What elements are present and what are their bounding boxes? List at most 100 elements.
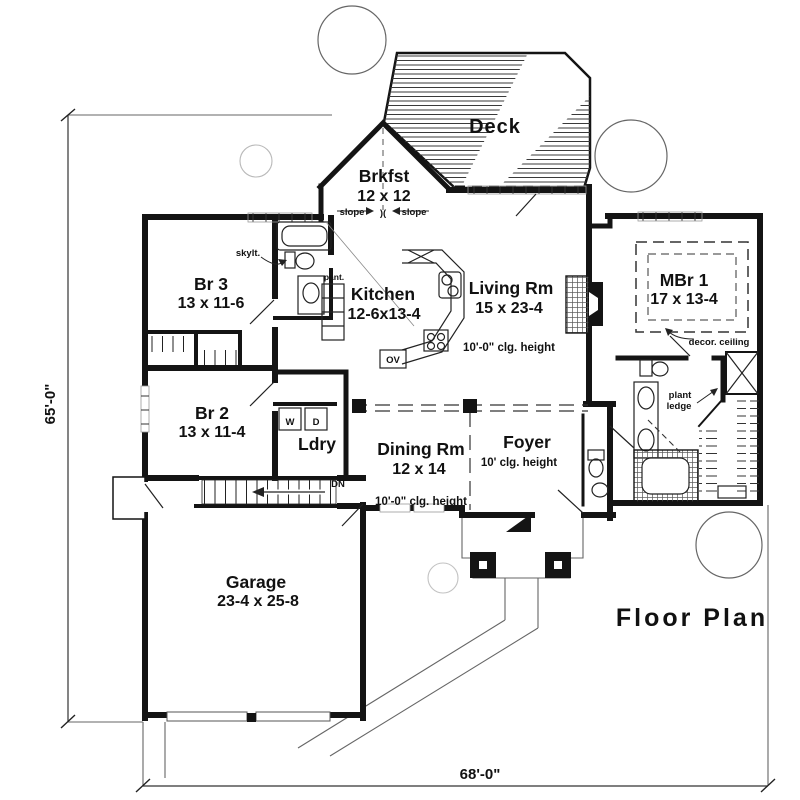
porch-column-left-core: [479, 561, 487, 569]
powder-toilet-tank: [587, 449, 605, 461]
porch-column-right-core: [554, 561, 562, 569]
bath-tub: [276, 221, 332, 251]
closet-bench: [717, 485, 747, 499]
kitchen-counter-outer: [401, 249, 465, 365]
dashed-lines: [260, 128, 749, 510]
kitchen-sink-x: [407, 249, 435, 264]
deck-label: Deck: [469, 116, 521, 138]
garage-door-2: [255, 711, 331, 722]
living-size: 15 x 23-4: [475, 300, 543, 317]
kitchen-range-box: [438, 271, 462, 299]
windows: [140, 185, 703, 722]
deck-hatch-left: [384, 53, 528, 188]
closet-rod-1: [150, 336, 192, 352]
oven-box: [379, 349, 407, 369]
plant-arrowhead: [710, 388, 718, 396]
slope-separator: )(: [380, 208, 387, 219]
washer-box: [278, 407, 302, 431]
mbath-tub: [641, 457, 690, 495]
wall-brkfst-bay: [316, 119, 451, 223]
decor-arrowhead: [665, 328, 673, 336]
kitchen-burner-2: [447, 285, 459, 297]
wall-garage: [142, 502, 366, 721]
kitchen-burner-3: [426, 332, 436, 342]
garage-side-door-gap: [141, 482, 149, 512]
tree-bottom-right: [695, 511, 763, 579]
deck-hatch-right: [498, 96, 590, 188]
window-dining-1: [379, 503, 411, 513]
brkfst-label: Brkfst: [359, 166, 410, 186]
front-door-arrow: [506, 514, 531, 532]
plant-ledge-line2: ledge: [667, 401, 692, 412]
pantry-label: pant.: [324, 272, 344, 282]
window-mbr-top: [637, 211, 703, 222]
powder-toilet: [588, 458, 604, 478]
closet-hatch-right: [737, 400, 759, 492]
tree-top-center: [317, 5, 387, 75]
br3-size: 13 x 11-6: [178, 295, 245, 312]
deck: [382, 51, 592, 191]
slope-right-label: slope: [402, 207, 427, 218]
decor-ceiling-outer: [635, 241, 749, 333]
wall-laundry: [272, 369, 349, 481]
extension-lines: [68, 114, 769, 786]
wall-stairs-rails: [194, 476, 342, 508]
kitchen-burner-4: [436, 332, 446, 342]
oven-label: OV: [386, 355, 400, 366]
mbath-shower-x: [725, 351, 759, 395]
tree-small-left: [239, 144, 273, 178]
porch-outline: [461, 515, 584, 579]
plan-title: Floor Plan: [616, 604, 768, 632]
dimension-ticks: [60, 108, 776, 793]
dryer-box: [304, 407, 328, 431]
house-footprint: [145, 123, 760, 718]
bath-toilet: [295, 252, 315, 270]
decor-ceiling-note: decor. ceiling: [689, 337, 750, 348]
column-post-2: [463, 399, 477, 413]
slope-left-label: slope: [340, 207, 365, 218]
kitchen-label: Kitchen: [351, 284, 415, 304]
slope-arrowhead-left: [366, 207, 374, 215]
foyer-label: Foyer: [503, 432, 551, 452]
pantry-shelves: [322, 297, 344, 327]
mbr-label: MBr 1: [660, 270, 709, 290]
foyer-ceiling-note: 10' clg. height: [481, 457, 557, 469]
closet-angle-wall: [697, 398, 724, 428]
kitchen-burner-1: [441, 274, 453, 286]
fixtures: [112, 193, 759, 578]
closet-hatch-left: [699, 426, 717, 492]
ceiling-slope-line: [325, 221, 415, 327]
window-living-deck-doors: [467, 185, 587, 195]
wall-dining-foyer-south: [360, 505, 616, 518]
decor-ceiling-inner: [647, 253, 737, 321]
closet-rod-2: [198, 350, 237, 365]
powder-sink: [591, 482, 609, 498]
dining-ceiling-note: 10'-0" clg. height: [375, 496, 467, 508]
plant-ledge-line1: plant: [669, 390, 693, 401]
dimension-lines: [67, 115, 768, 787]
kitchen-size: 12-6x13-4: [348, 306, 421, 323]
brkfst-size: 12 x 12: [357, 188, 410, 205]
skylight-arrowhead: [278, 259, 287, 266]
stairs-arrowhead: [252, 487, 264, 497]
mbath-sink-1: [637, 386, 655, 410]
bath-sink: [302, 282, 320, 304]
width-dimension-label: 68'-0": [460, 766, 501, 783]
window-br2-ticks: [141, 395, 149, 425]
br3-label: Br 3: [194, 274, 228, 294]
window-br2-left: [140, 385, 150, 433]
slope-arrowhead-right: [392, 207, 400, 215]
dining-size: 12 x 14: [392, 461, 445, 478]
labels: Deck Brkfst 12 x 12 slope )( slope Br 3 …: [42, 116, 768, 783]
garage-label: Garage: [226, 572, 287, 592]
plant-arrow: [696, 390, 715, 404]
column-post-1: [352, 399, 366, 413]
living-ceiling-note: 10'-0" clg. height: [463, 342, 555, 354]
fireplace-hearth: [565, 275, 590, 334]
br2-label: Br 2: [195, 403, 229, 423]
skylight-label: skylt.: [236, 248, 260, 259]
tree-small-bottom: [427, 562, 459, 594]
bath-vanity: [297, 275, 325, 315]
